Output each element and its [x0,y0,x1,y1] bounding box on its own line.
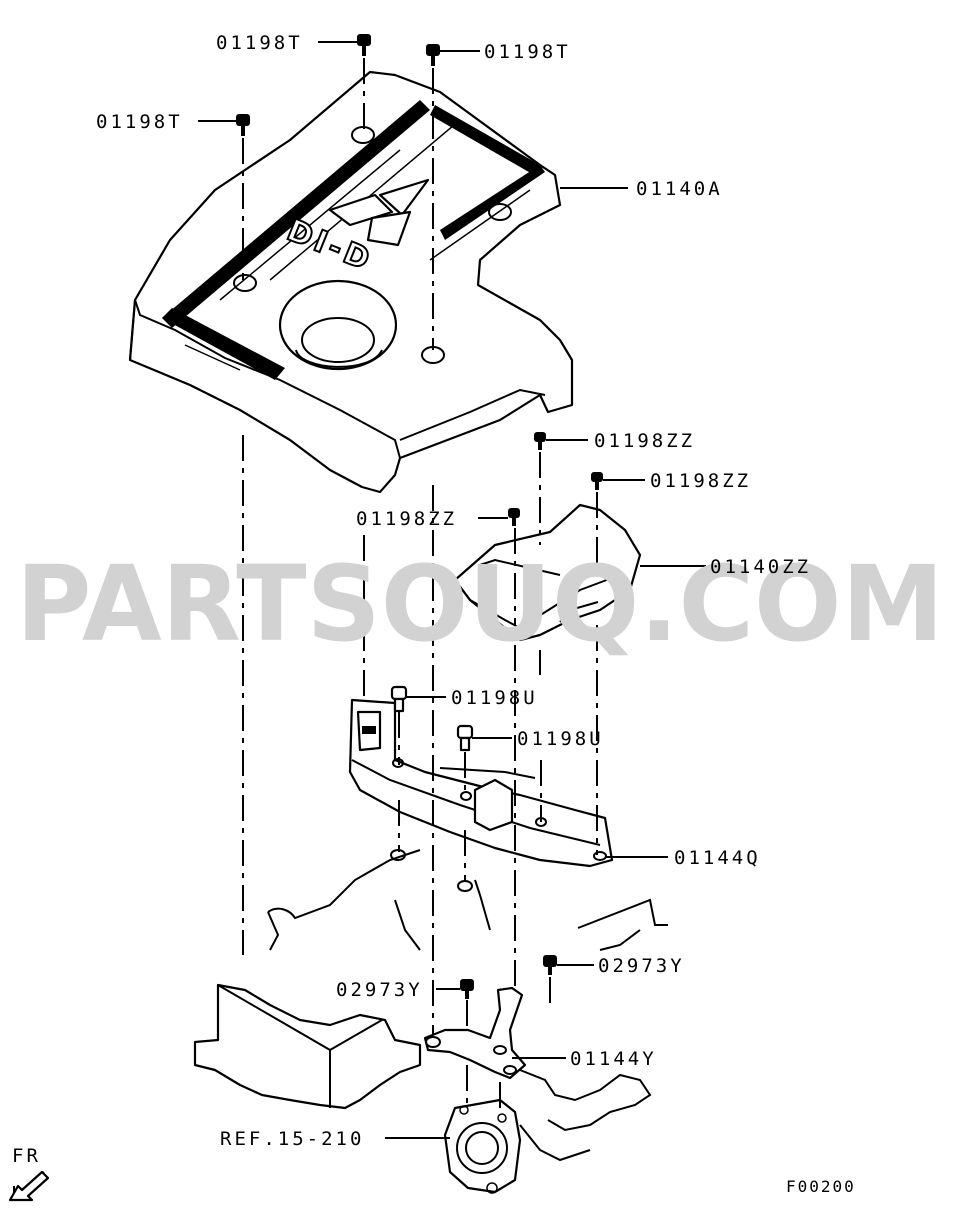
assembly-lines [242,58,598,1115]
label-bolt-01198zz-1: 01198ZZ [594,430,695,452]
label-ref-15-210: REF.15-210 [220,1128,364,1150]
leader-lines [198,41,706,1139]
label-bolt-01198t-top: 01198T [216,32,303,54]
label-cover-01140zz: 01140ZZ [710,556,811,578]
bolt-icon [460,979,474,999]
label-bolt-01198zz-3: 01198ZZ [356,508,457,530]
small-cover [453,503,642,642]
label-bolt-01198zz-2: 01198ZZ [650,470,751,492]
label-bolt-01198t-right: 01198T [484,41,571,63]
bolt-icons [236,34,603,999]
label-bolt-01198u-1: 01198U [451,687,538,709]
bolt-icon [508,508,520,526]
label-engine-cover-01140a: 01140A [636,178,723,200]
bolt-icon [236,114,250,136]
label-bolt-02973y-left: 02973Y [336,979,423,1001]
bolt-icon [426,44,440,66]
bolt-icon [543,955,557,975]
bolt-icon [534,432,546,450]
throttle-body [443,1098,522,1194]
bolt-icon [456,724,474,752]
bracket-q [348,698,614,892]
engine-cover: DI-D [128,70,574,494]
front-direction-arrow-icon [8,1170,50,1202]
figure-code: F00200 [786,1177,856,1196]
label-bracket-01144q: 01144Q [674,847,761,869]
label-bolt-01198t-left: 01198T [96,111,183,133]
label-bracket-01144y: 01144Y [570,1048,657,1070]
label-bolt-01198u-2: 01198U [517,728,604,750]
watermark: PARTSOUQ.COM [16,543,944,665]
engine-block [193,849,668,1162]
label-front: FR [12,1145,41,1167]
label-bolt-02973y-right: 02973Y [598,955,685,977]
bolt-icon [357,34,371,56]
bracket-y [423,986,527,1080]
bolt-icon [591,472,603,490]
bolt-icon [390,685,408,713]
